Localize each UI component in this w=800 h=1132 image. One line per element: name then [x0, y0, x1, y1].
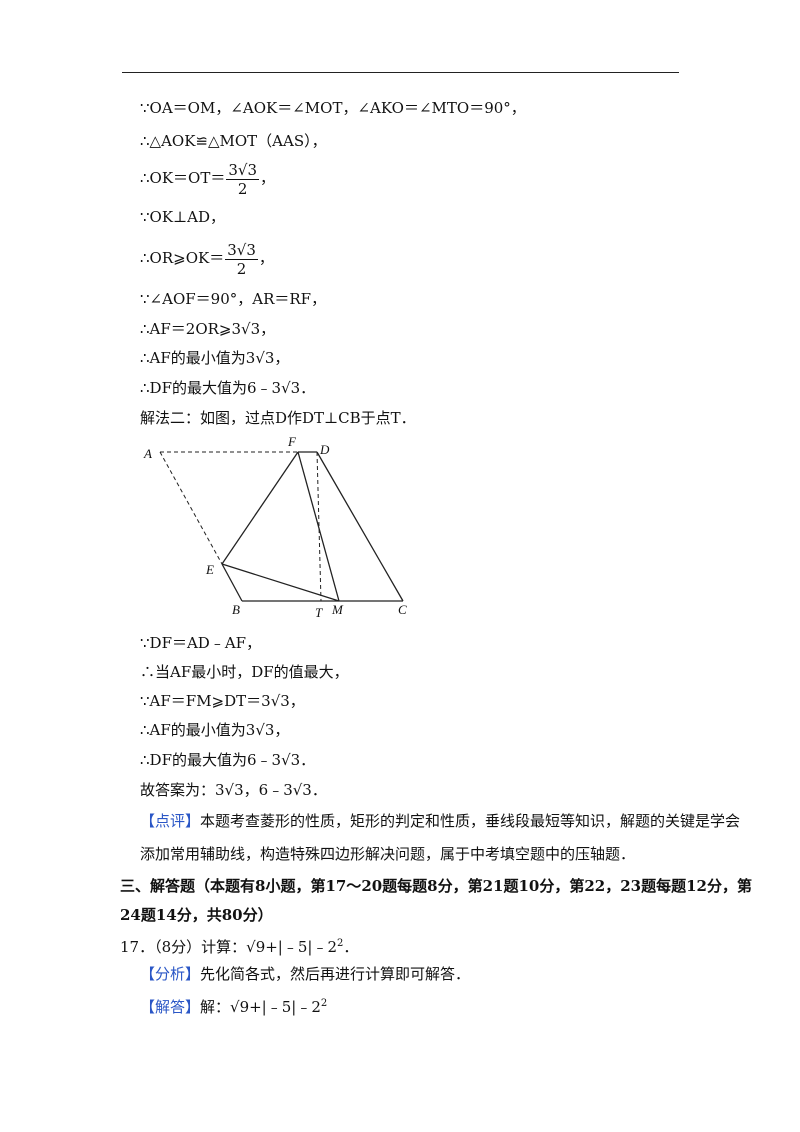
label-C: C: [398, 602, 407, 617]
analysis-tag: 【分析】: [140, 965, 201, 983]
geometry-figure: A F D E B T M C: [143, 436, 407, 620]
label-T: T: [315, 605, 323, 620]
question-17: 17．（8分）计算：√9+|﹣5|﹣22．: [120, 938, 359, 956]
answer-tag: 【解答】: [140, 998, 201, 1016]
analysis-line: 【分析】先化简各式，然后再进行计算即可解答．: [140, 965, 471, 983]
proof-line-15: ∴DF的最大值为6﹣3√3．: [140, 751, 316, 769]
proof-line-10: 解法二：如图，过点D作DT⊥CB于点T．: [140, 409, 416, 427]
label-D: D: [319, 442, 330, 457]
proof-line-2: ∴△AOK≌△MOT（AAS），: [140, 132, 327, 150]
proof-line-16: 故答案为：3√3，6﹣3√3．: [140, 781, 327, 799]
proof-line-11: ∵DF＝AD﹣AF，: [140, 634, 262, 652]
answer-line: 【解答】解：√9+|﹣5|﹣22: [140, 998, 328, 1016]
label-M: M: [331, 602, 344, 617]
proof-line-4: ∵OK⊥AD，: [140, 208, 226, 226]
section-heading-2: 24题14分，共80分）: [120, 906, 273, 924]
header-rule: [122, 72, 679, 73]
proof-line-14: ∴AF的最小值为3√3，: [140, 721, 290, 739]
label-B: B: [232, 602, 240, 617]
label-A: A: [143, 446, 152, 461]
proof-line-1: ∵OA＝OM，∠AOK＝∠MOT，∠AKO＝∠MTO＝90°，: [140, 99, 526, 117]
section-heading-1: 三、解答题（本题有8小题，第17～20题每题8分，第21题10分，第22，23题…: [120, 877, 752, 895]
comment-line-2: 添加常用辅助线，构造特殊四边形解决问题，属于中考填空题中的压轴题．: [140, 845, 636, 863]
proof-line-13: ∵AF＝FM⩾DT＝3√3，: [140, 692, 305, 710]
proof-line-9: ∴DF的最大值为6﹣3√3．: [140, 379, 316, 397]
proof-line-8: ∴AF的最小值为3√3，: [140, 349, 290, 367]
label-E: E: [205, 562, 214, 577]
label-F: F: [287, 436, 297, 449]
proof-line-7: ∴AF＝2OR⩾3√3，: [140, 320, 276, 338]
proof-line-6: ∵∠AOF＝90°，AR＝RF，: [140, 290, 327, 308]
comment-tag: 【点评】: [140, 812, 201, 830]
proof-line-12: ∴当AF最小时，DF的值最大，: [140, 663, 349, 681]
comment-line-1: 【点评】本题考查菱形的性质，矩形的判定和性质，垂线段最短等知识，解题的关键是学会: [140, 812, 741, 830]
